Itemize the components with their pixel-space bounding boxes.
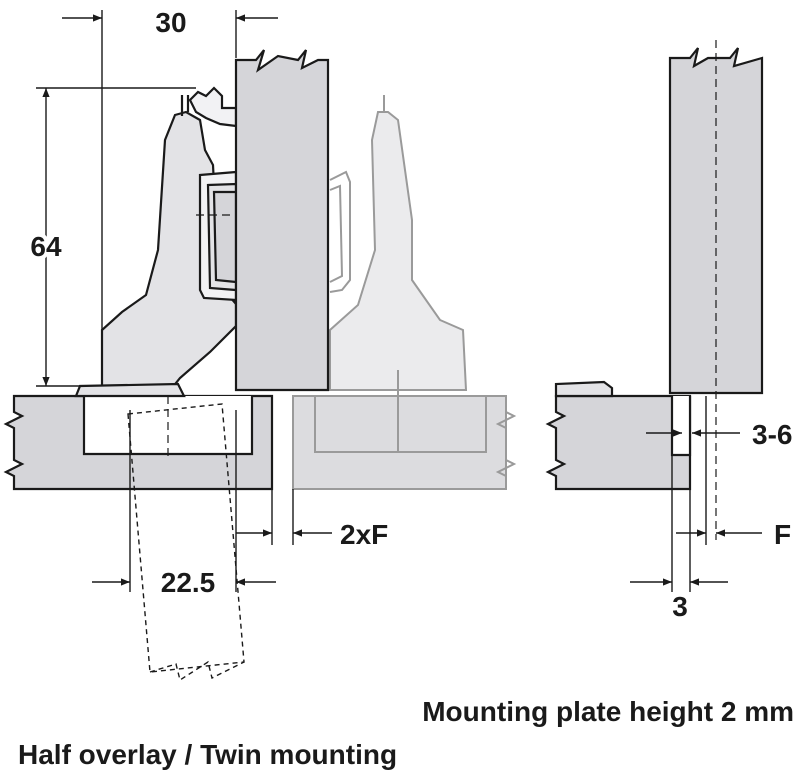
hinge-top-clip bbox=[188, 86, 238, 128]
dim-label-30: 30 bbox=[155, 7, 186, 38]
hinge-body bbox=[74, 86, 238, 398]
mounting-plate bbox=[74, 382, 186, 398]
ghost-hinge-cup bbox=[329, 170, 351, 293]
dim-label-3: 3 bbox=[672, 591, 688, 622]
dim-label-3-6: 3-6 bbox=[752, 419, 792, 450]
dim-label-64: 64 bbox=[30, 231, 62, 262]
side-panel-notch bbox=[670, 396, 692, 457]
door-panel bbox=[234, 49, 330, 392]
side-mounting-plate bbox=[554, 380, 614, 398]
ghost-hinge-cup-inner bbox=[329, 184, 344, 283]
ghost-panel-break bbox=[495, 396, 517, 489]
ghost-hinge-assembly bbox=[292, 95, 517, 490]
side-cabinet-panel bbox=[545, 394, 692, 491]
diagram-title: Half overlay / Twin mounting bbox=[18, 739, 397, 770]
dim-label-22-5: 22.5 bbox=[161, 567, 216, 598]
ghost-hinge-arm bbox=[329, 111, 468, 391]
ghost-cabinet-panel bbox=[292, 395, 507, 490]
ghost-cup-recess bbox=[314, 396, 487, 453]
side-detail-view bbox=[545, 40, 764, 540]
dim-label-f: F bbox=[774, 519, 791, 550]
hinge-cup-core bbox=[212, 190, 238, 284]
drill-outline-break bbox=[149, 660, 245, 682]
door-body bbox=[234, 49, 330, 392]
dim-label-2xf: 2xF bbox=[340, 519, 388, 550]
drill-outline bbox=[127, 403, 245, 682]
side-door-body bbox=[668, 47, 764, 395]
left-cabinet-panel bbox=[3, 394, 274, 491]
dimension-lines bbox=[36, 10, 762, 592]
plate-height-note: Mounting plate height 2 mm bbox=[422, 696, 794, 727]
